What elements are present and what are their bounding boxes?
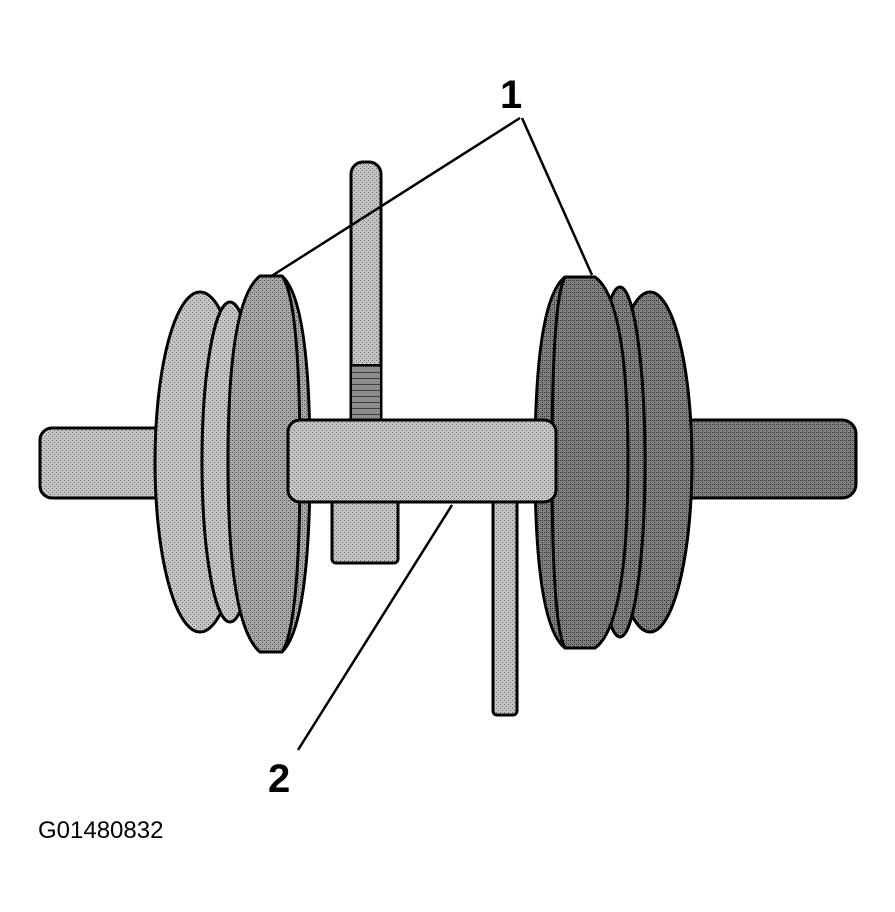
horizontal-bar xyxy=(286,418,558,504)
left-disc-front xyxy=(226,274,312,654)
leader-1-right xyxy=(520,117,594,276)
callout-2-label: 2 xyxy=(268,757,290,801)
upper-threaded-rod xyxy=(349,160,383,464)
leader-1-left xyxy=(269,116,521,279)
callout-leaders xyxy=(269,116,594,751)
lower-pin xyxy=(491,468,519,717)
callout-1-label: 1 xyxy=(500,73,522,117)
figure-code: G01480832 xyxy=(38,817,163,844)
leader-2 xyxy=(296,504,454,751)
